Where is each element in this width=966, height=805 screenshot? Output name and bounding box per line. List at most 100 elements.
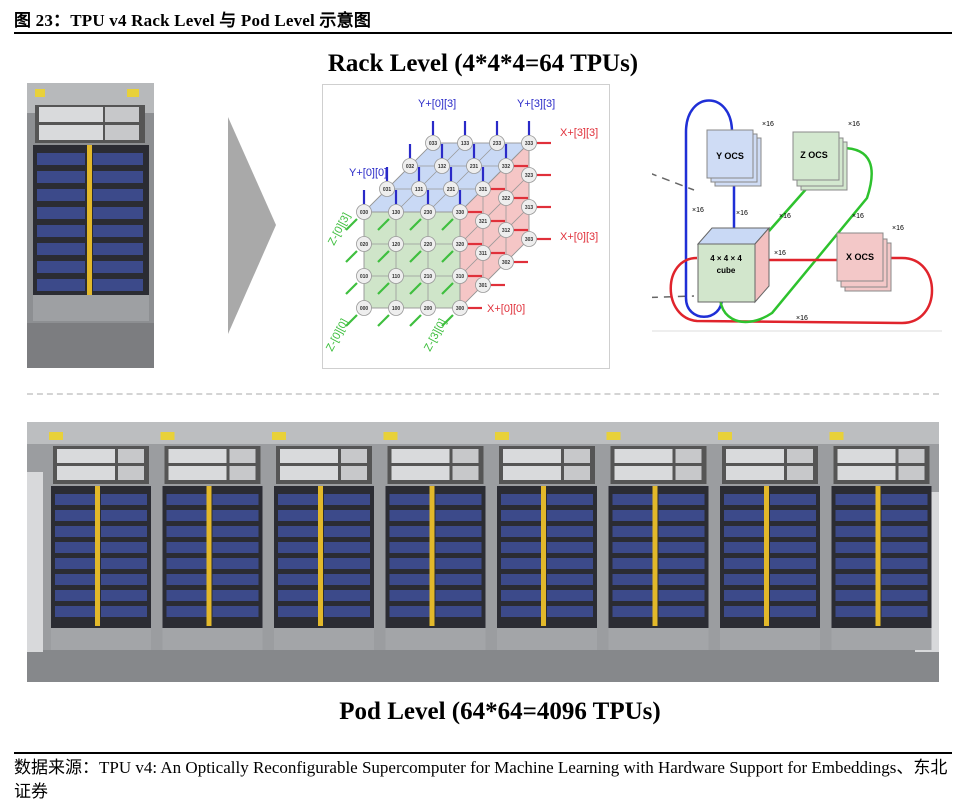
- switch-panel: [280, 466, 338, 480]
- tpu-node-label: 120: [392, 242, 401, 248]
- cube-line1: 4 × 4 × 4: [710, 254, 742, 263]
- yellow-cable: [318, 486, 323, 626]
- x-label-03: X+[0][3]: [560, 231, 598, 243]
- rack-base: [51, 628, 151, 650]
- tpu-node: [411, 181, 427, 197]
- pod-rack: [718, 432, 820, 650]
- tpu-tray: [435, 574, 482, 585]
- tpu-node: [452, 236, 468, 252]
- cable-tray-bracket: [718, 432, 732, 440]
- x-label-00: X+[0][0]: [487, 303, 525, 315]
- tpu-tray: [547, 606, 593, 617]
- tpu-node-label: 332: [502, 164, 511, 170]
- tpu-node: [388, 268, 404, 284]
- tpu-node-label: 233: [493, 141, 502, 147]
- cable-tray-bracket: [383, 432, 398, 440]
- tpu-tray: [658, 590, 705, 601]
- yellow-cable: [875, 486, 881, 626]
- tpu-node: [452, 300, 468, 316]
- x-ocs-label: X OCS: [846, 252, 874, 262]
- z-link-stub: [345, 314, 358, 327]
- tpu-node: [356, 268, 372, 284]
- title-rule: [14, 32, 952, 34]
- tpu-node-label: 132: [438, 164, 447, 170]
- tpu-tray: [166, 558, 207, 569]
- tpu-tray: [389, 590, 430, 601]
- tpu-node-label: 131: [415, 187, 424, 193]
- tpu-tray: [212, 526, 259, 537]
- tpu-tray: [55, 590, 95, 601]
- tpu-node: [457, 135, 473, 151]
- tpu-node-label: 321: [479, 219, 488, 225]
- tpu-tray: [324, 558, 370, 569]
- tpu-tray: [612, 574, 653, 585]
- tpu-node: [498, 190, 514, 206]
- tpu-tray: [881, 494, 928, 505]
- tray-rows: [37, 153, 143, 291]
- tpu-tray: [101, 590, 147, 601]
- tpu-node-label: 311: [479, 251, 487, 257]
- tpu-tray: [278, 590, 318, 601]
- tpu-node: [379, 181, 395, 197]
- tpu-tray: [547, 526, 593, 537]
- switch-panel: [39, 107, 103, 122]
- tpu-tray: [389, 510, 430, 521]
- tpu-tray: [835, 510, 876, 521]
- rack-base: [497, 628, 597, 650]
- tpu-node-label: 000: [360, 306, 369, 312]
- tpu-tray: [55, 574, 95, 585]
- pod-level-heading: Pod Level (64*64=4096 TPUs): [339, 698, 661, 725]
- tpu-node-label: 032: [406, 164, 415, 170]
- tpu-node-label: 220: [424, 242, 433, 248]
- rack-base: [608, 628, 709, 650]
- multiplier-label: ×16: [736, 210, 748, 217]
- tpu-node: [521, 199, 537, 215]
- z-link-stub: [345, 282, 358, 295]
- switch-panel: [168, 466, 227, 480]
- switch-panel: [452, 466, 479, 480]
- cable-tray-bracket: [35, 89, 45, 97]
- tpu-tray: [55, 526, 95, 537]
- tpu-tray: [435, 510, 482, 521]
- tpu-tray: [547, 494, 593, 505]
- tpu-node-label: 210: [424, 274, 433, 280]
- switch-panel: [452, 449, 479, 463]
- tpu-tray: [435, 590, 482, 601]
- switch-panel: [280, 449, 338, 463]
- tpu-tray: [166, 590, 207, 601]
- tpu-node-label: 303: [525, 237, 534, 243]
- tpu-tray: [101, 526, 147, 537]
- cube-line2: cube: [717, 266, 736, 275]
- tpu-tray: [101, 510, 147, 521]
- switch-panel: [229, 466, 256, 480]
- x-link: [669, 256, 934, 325]
- cable-tray-bracket: [606, 432, 621, 440]
- tpu-tray: [501, 526, 541, 537]
- yellow-cable: [87, 145, 92, 295]
- tpu-tray: [55, 542, 95, 553]
- tpu-tray: [547, 510, 593, 521]
- tpu-tray: [212, 558, 259, 569]
- tpu-tray: [612, 590, 653, 601]
- tpu-tray: [770, 590, 816, 601]
- tpu-tray: [324, 574, 370, 585]
- tpu-tray: [389, 606, 430, 617]
- tpu-node-label: 320: [456, 242, 465, 248]
- z-link-stub: [409, 282, 422, 295]
- y-label-03: Y+[0][3]: [418, 98, 456, 110]
- tpu-node-label: 030: [360, 210, 369, 216]
- grid-line: [427, 142, 498, 213]
- rack-base: [385, 628, 486, 650]
- tpu-tray: [389, 558, 430, 569]
- grid-line: [459, 206, 530, 277]
- tpu-tray: [724, 558, 764, 569]
- grid-line: [459, 238, 530, 309]
- rack-base: [162, 628, 263, 650]
- tpu-tray: [612, 494, 653, 505]
- y-link: [684, 99, 734, 318]
- grid-line: [459, 174, 530, 245]
- tpu-tray: [724, 494, 764, 505]
- pod-rack: [606, 432, 709, 650]
- tpu-node: [521, 231, 537, 247]
- switch-panel: [391, 466, 450, 480]
